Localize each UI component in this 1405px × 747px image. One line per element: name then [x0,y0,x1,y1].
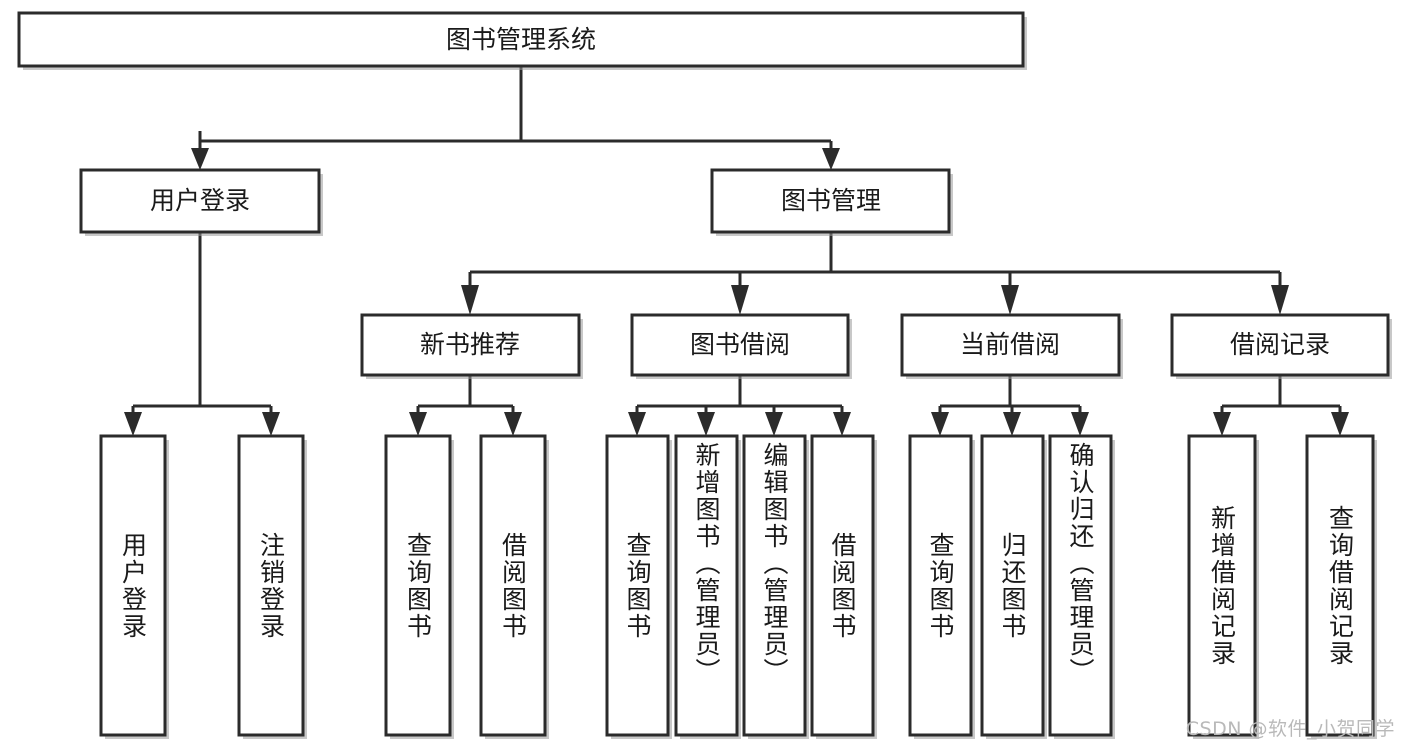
leaf-query-book-3-rect[interactable] [908,434,973,737]
node-book-management-label: 图书管理 [781,186,881,215]
arrowhead-new-book-rec [461,285,479,315]
csdn-watermark: CSDN @软件_小贺同学 [1185,718,1395,740]
leaf-rect-layer [99,434,1377,739]
leaf-add-record-rect[interactable] [1187,434,1257,737]
leaf-query-record-rect[interactable] [1305,434,1375,737]
leaf-query-book-1-rect[interactable] [384,434,452,737]
arrowhead-leaf-add-book [697,412,715,436]
node-root-label: 图书管理系统 [446,25,596,54]
arrowhead-current-borrow [1001,285,1019,315]
leaf-user-login-rect[interactable] [99,434,167,737]
node-book-borrow[interactable]: 图书借阅 [630,313,852,379]
arrowhead-leaf-query-book-3 [931,412,949,436]
arrowhead-leaf-return-book [1003,412,1021,436]
arrowhead-leaf-borrow-book-1 [504,412,522,436]
node-user-login-label: 用户登录 [150,186,250,215]
node-current-borrow-label: 当前借阅 [960,330,1060,359]
arrowhead-leaf-query-book-2 [628,412,646,436]
arrowhead-leaf-query-book-1 [409,412,427,436]
node-borrow-record-label: 借阅记录 [1230,330,1330,359]
node-user-login-rect [79,168,321,234]
leaf-confirm-return-rect[interactable] [1048,434,1113,737]
node-new-book-recommend-label: 新书推荐 [420,330,520,359]
node-root-rect [17,11,1025,68]
node-new-book-recommend[interactable]: 新书推荐 [360,313,583,379]
leaf-return-book-rect[interactable] [980,434,1045,737]
arrowhead-borrow-record [1271,285,1289,315]
arrowhead-leaf-add-record [1213,412,1231,436]
arrowhead-leaf-user-login [124,412,142,436]
node-borrow-record-rect [1170,313,1390,377]
leaf-borrow-book-2-rect[interactable] [810,434,875,737]
node-new-book-recommend-rect [360,313,581,377]
node-current-borrow-rect [900,313,1121,377]
leaf-borrow-book-1-rect[interactable] [479,434,547,737]
node-current-borrow[interactable]: 当前借阅 [900,313,1123,379]
arrowhead-user-login [191,148,209,170]
node-book-borrow-rect [630,313,850,377]
node-book-management[interactable]: 图书管理 [710,168,953,236]
leaf-query-book-2-rect[interactable] [605,434,670,737]
node-root[interactable]: 图书管理系统 [17,11,1027,70]
arrowhead-leaf-query-record [1331,412,1349,436]
leaf-edit-book-rect[interactable] [742,434,807,737]
arrowhead-leaf-logout [262,412,280,436]
arrowhead-book-borrow [731,285,749,315]
arrowhead-leaf-edit-book [765,412,783,436]
node-layer: 图书管理系统 用户登录 图书管理 新书推荐 [17,11,1392,739]
node-book-management-rect [710,168,951,234]
node-book-borrow-label: 图书借阅 [690,330,790,359]
connector-layer [124,66,1349,436]
leaf-add-book-rect[interactable] [674,434,739,737]
arrowhead-book-mgmt [822,148,840,170]
arrowhead-leaf-borrow-book-2 [833,412,851,436]
arrowhead-leaf-confirm-return [1071,412,1089,436]
node-borrow-record[interactable]: 借阅记录 [1170,313,1392,379]
node-user-login[interactable]: 用户登录 [79,168,323,236]
leaf-logout-rect[interactable] [237,434,305,737]
